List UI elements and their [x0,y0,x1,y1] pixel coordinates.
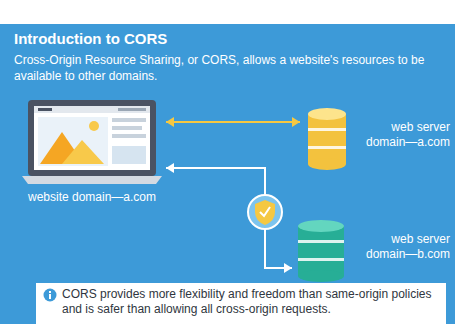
subtitle-text: Cross-Origin Resource Sharing, or CORS, … [14,52,444,84]
node-text: website domain—a.com [24,190,160,205]
client-website: website domain—a.com [24,98,160,205]
server-box: web server domain—b.com [296,216,450,278]
green-server-icon [298,220,344,282]
yellow-server-icon [308,108,346,170]
page-title: Introduction to CORS [14,30,167,47]
info-icon [43,288,57,302]
node-text: web server domain—a.com [358,120,450,150]
request-arrow [166,117,300,127]
node-text: web server domain—b.com [358,232,450,262]
laptop-illustration [22,100,162,184]
node-text: CORS provides more flexibility and freed… [62,287,438,317]
cors-arrow [166,163,292,273]
security-shield-icon [248,195,282,229]
info-note: CORS provides more flexibility and freed… [36,283,446,324]
server-box: web server domain—a.com [306,104,450,166]
